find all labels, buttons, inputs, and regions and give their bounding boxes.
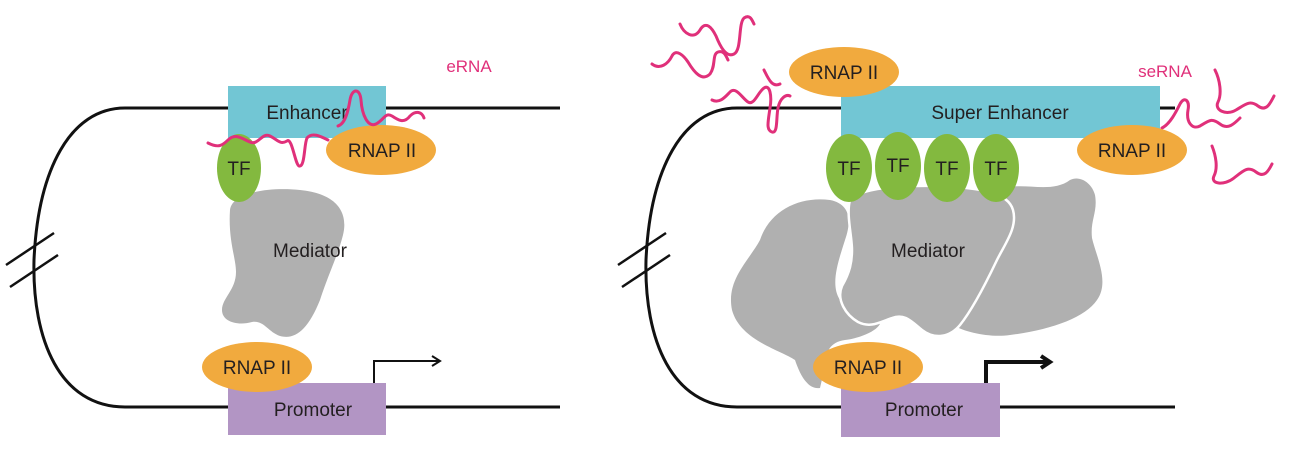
transcription-start-arrow-right xyxy=(984,354,1054,383)
tf-label-3: TF xyxy=(935,159,958,180)
serna-strand-left-1 xyxy=(678,15,756,57)
tf-label-4: TF xyxy=(984,159,1007,180)
dna-break-mark-left xyxy=(5,231,59,289)
mediator-lobe-left xyxy=(730,199,881,389)
rnap-ii-promoter-label-left: RNAP II xyxy=(223,358,291,379)
promoter-label-left: Promoter xyxy=(274,400,353,421)
serna-strand-right-2 xyxy=(1160,98,1242,130)
mediator-label-right: Mediator xyxy=(891,241,966,262)
mediator-label-left: Mediator xyxy=(273,241,348,262)
serna-strand-left-2 xyxy=(650,50,730,79)
dna-break-mark-right xyxy=(617,231,671,289)
mediator-cluster: Mediator xyxy=(730,178,1103,389)
promoter-label-right: Promoter xyxy=(885,400,964,421)
rnap-ii-promoter-left xyxy=(202,342,312,392)
serna-strand-left-3 xyxy=(710,85,792,134)
transcription-factor-1 xyxy=(826,134,872,202)
tf-label-left: TF xyxy=(227,159,250,180)
serna-label: seRNA xyxy=(1138,62,1193,81)
dna-strand-left xyxy=(32,106,560,409)
rnap-ii-super-enhancer-left-label: RNAP II xyxy=(810,63,878,84)
serna-strand-right-1 xyxy=(1213,68,1276,114)
transcription-factor-left xyxy=(217,134,261,202)
serna-strand-left-4 xyxy=(762,68,782,87)
promoter-box-right xyxy=(841,383,1000,437)
tf-label-1: TF xyxy=(837,159,860,180)
rnap-ii-super-enhancer-right-label: RNAP II xyxy=(1098,141,1166,162)
right-panel-super-enhancer: Mediator Super Enhancer TF TF TF TF seRN… xyxy=(617,15,1276,437)
erna-label: eRNA xyxy=(446,57,492,76)
enhancer-label: Enhancer xyxy=(266,103,348,124)
dna-strand-right xyxy=(644,106,1175,409)
mediator-lobe-right xyxy=(955,178,1103,336)
super-enhancer-label: Super Enhancer xyxy=(931,103,1069,124)
serna-strand-right-3 xyxy=(1210,144,1274,185)
rnap-ii-enhancer-left xyxy=(326,125,436,175)
mediator-left xyxy=(222,189,345,337)
left-panel-typical-enhancer: Mediator Enhancer TF RNAP II eRNA Promot… xyxy=(5,57,560,435)
erna-strand-right xyxy=(336,89,426,128)
transcription-factor-2 xyxy=(875,132,921,200)
rnap-ii-promoter-right xyxy=(813,342,923,392)
transcription-factor-3 xyxy=(924,134,970,202)
transcription-factor-4 xyxy=(973,134,1019,202)
rnap-ii-super-enhancer-right xyxy=(1077,125,1187,175)
rnap-ii-super-enhancer-left xyxy=(789,47,899,97)
transcription-start-arrow-left xyxy=(373,355,442,383)
tf-label-2: TF xyxy=(886,156,909,177)
rnap-ii-enhancer-label-left: RNAP II xyxy=(348,141,416,162)
rnap-ii-promoter-label-right: RNAP II xyxy=(834,358,902,379)
erna-strand-under-enhancer xyxy=(206,133,330,168)
